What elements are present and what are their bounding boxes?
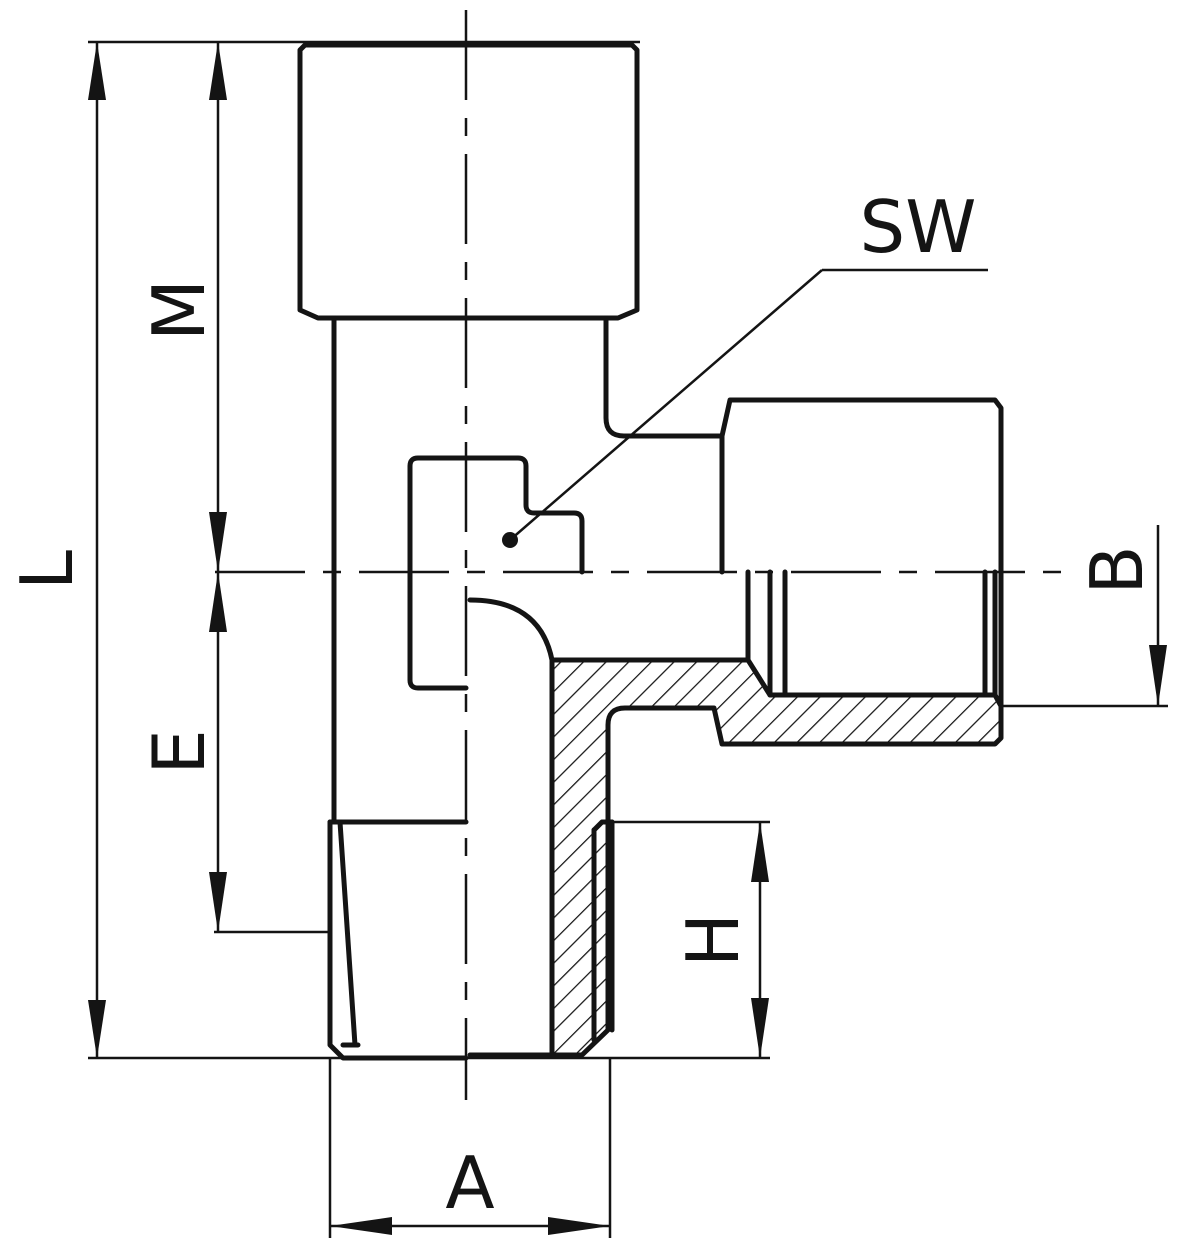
label-E: E — [137, 729, 221, 775]
label-H: H — [671, 913, 755, 967]
dimension-H — [612, 820, 770, 1058]
label-B: B — [1075, 545, 1159, 594]
label-L: L — [5, 550, 89, 590]
sw-leader — [509, 268, 988, 541]
dimension-L — [88, 40, 770, 1060]
top-nut — [297, 42, 640, 321]
wrench-flat — [407, 455, 585, 691]
bore-section — [467, 569, 1004, 1058]
label-M: M — [137, 279, 221, 341]
side-nut — [719, 397, 1004, 709]
dimension-M — [209, 42, 227, 572]
dimension-A — [328, 1058, 612, 1238]
dimension-E — [209, 572, 330, 934]
dimension-B — [1001, 525, 1168, 708]
body-tube — [331, 315, 725, 825]
label-SW: SW — [860, 185, 977, 269]
label-A: A — [445, 1141, 494, 1225]
hatched-wall-section — [549, 657, 1004, 1058]
